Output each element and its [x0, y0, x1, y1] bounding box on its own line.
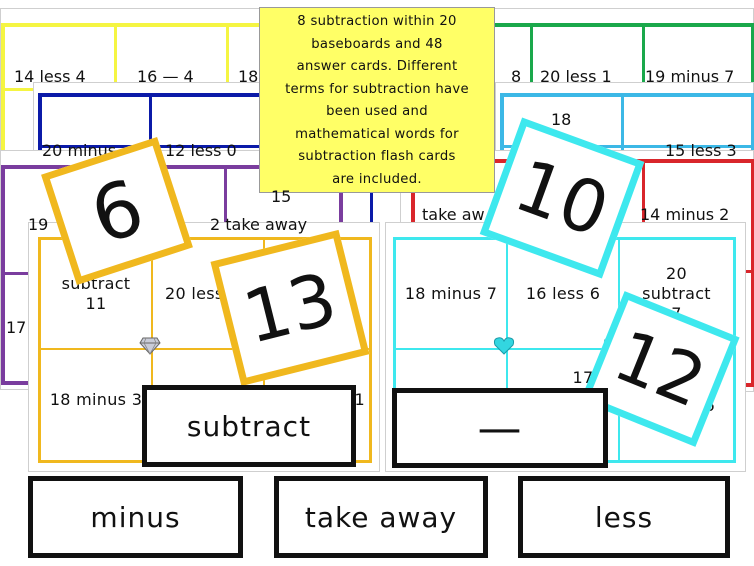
red-cell-text: 14 minus 2	[640, 205, 730, 224]
green-cell-text: 8	[511, 67, 522, 86]
purple-cell-text: 2 take away	[210, 215, 308, 234]
sky-cell-text: 18	[551, 110, 572, 129]
yellow-cell-text: 14 less 4	[14, 67, 86, 86]
word-card-dash[interactable]: —	[392, 388, 608, 468]
diamond-icon	[139, 337, 161, 355]
note-line: are included.	[332, 171, 422, 187]
green-cell-text: 20 less 1	[540, 67, 612, 86]
cell	[152, 97, 260, 148]
cyan-cell-2: 16 less 6	[508, 240, 620, 350]
answer-card-number: 13	[235, 256, 345, 360]
word-card-label: —	[477, 402, 523, 454]
cyan-cell-1: 18 minus 7	[396, 240, 508, 350]
description-note: 8 subtraction within 20 baseboards and 4…	[259, 7, 495, 193]
note-line: been used and	[326, 104, 428, 119]
note-line: subtraction flash cards	[298, 149, 456, 164]
word-card-label: minus	[90, 500, 181, 534]
word-card-label: less	[594, 500, 654, 534]
word-card-minus[interactable]: minus	[28, 476, 243, 558]
heart-gem-icon	[493, 337, 515, 355]
cell	[42, 97, 152, 148]
green-cell-text: 19 minus 7	[645, 67, 735, 86]
word-card-label: subtract	[186, 409, 312, 443]
note-line: answer cards. Different	[296, 59, 458, 74]
word-card-label: take away	[304, 500, 458, 534]
gold-cell-6: 1	[354, 390, 365, 409]
answer-card-number: 10	[504, 142, 620, 254]
answer-card-number: 12	[603, 314, 717, 424]
note-line: baseboards and 48	[311, 36, 443, 52]
word-card-take-away[interactable]: take away	[274, 476, 488, 558]
note-line: 8 subtraction within 20	[297, 14, 457, 29]
cell	[624, 97, 751, 148]
red-cell-text: take aw	[422, 205, 485, 224]
purple-cell-text: 15	[271, 187, 292, 206]
yellow-cell-text: 18	[238, 67, 259, 86]
answer-card-number: 6	[80, 161, 154, 261]
yellow-cell-text: 16 — 4	[137, 67, 194, 86]
gold-cell-4: 18 minus 3	[41, 350, 153, 460]
note-line: mathematical words for	[295, 126, 459, 142]
navy-cell-text: 12 less 0	[165, 141, 237, 160]
purple-cell-text: 17	[6, 318, 27, 337]
sky-cell-text: 15 less 3	[665, 141, 737, 160]
word-card-less[interactable]: less	[518, 476, 730, 558]
note-line: terms for subtraction have	[285, 81, 469, 97]
word-card-subtract[interactable]: subtract	[142, 385, 356, 467]
purple-cell-text: 19	[28, 215, 49, 234]
